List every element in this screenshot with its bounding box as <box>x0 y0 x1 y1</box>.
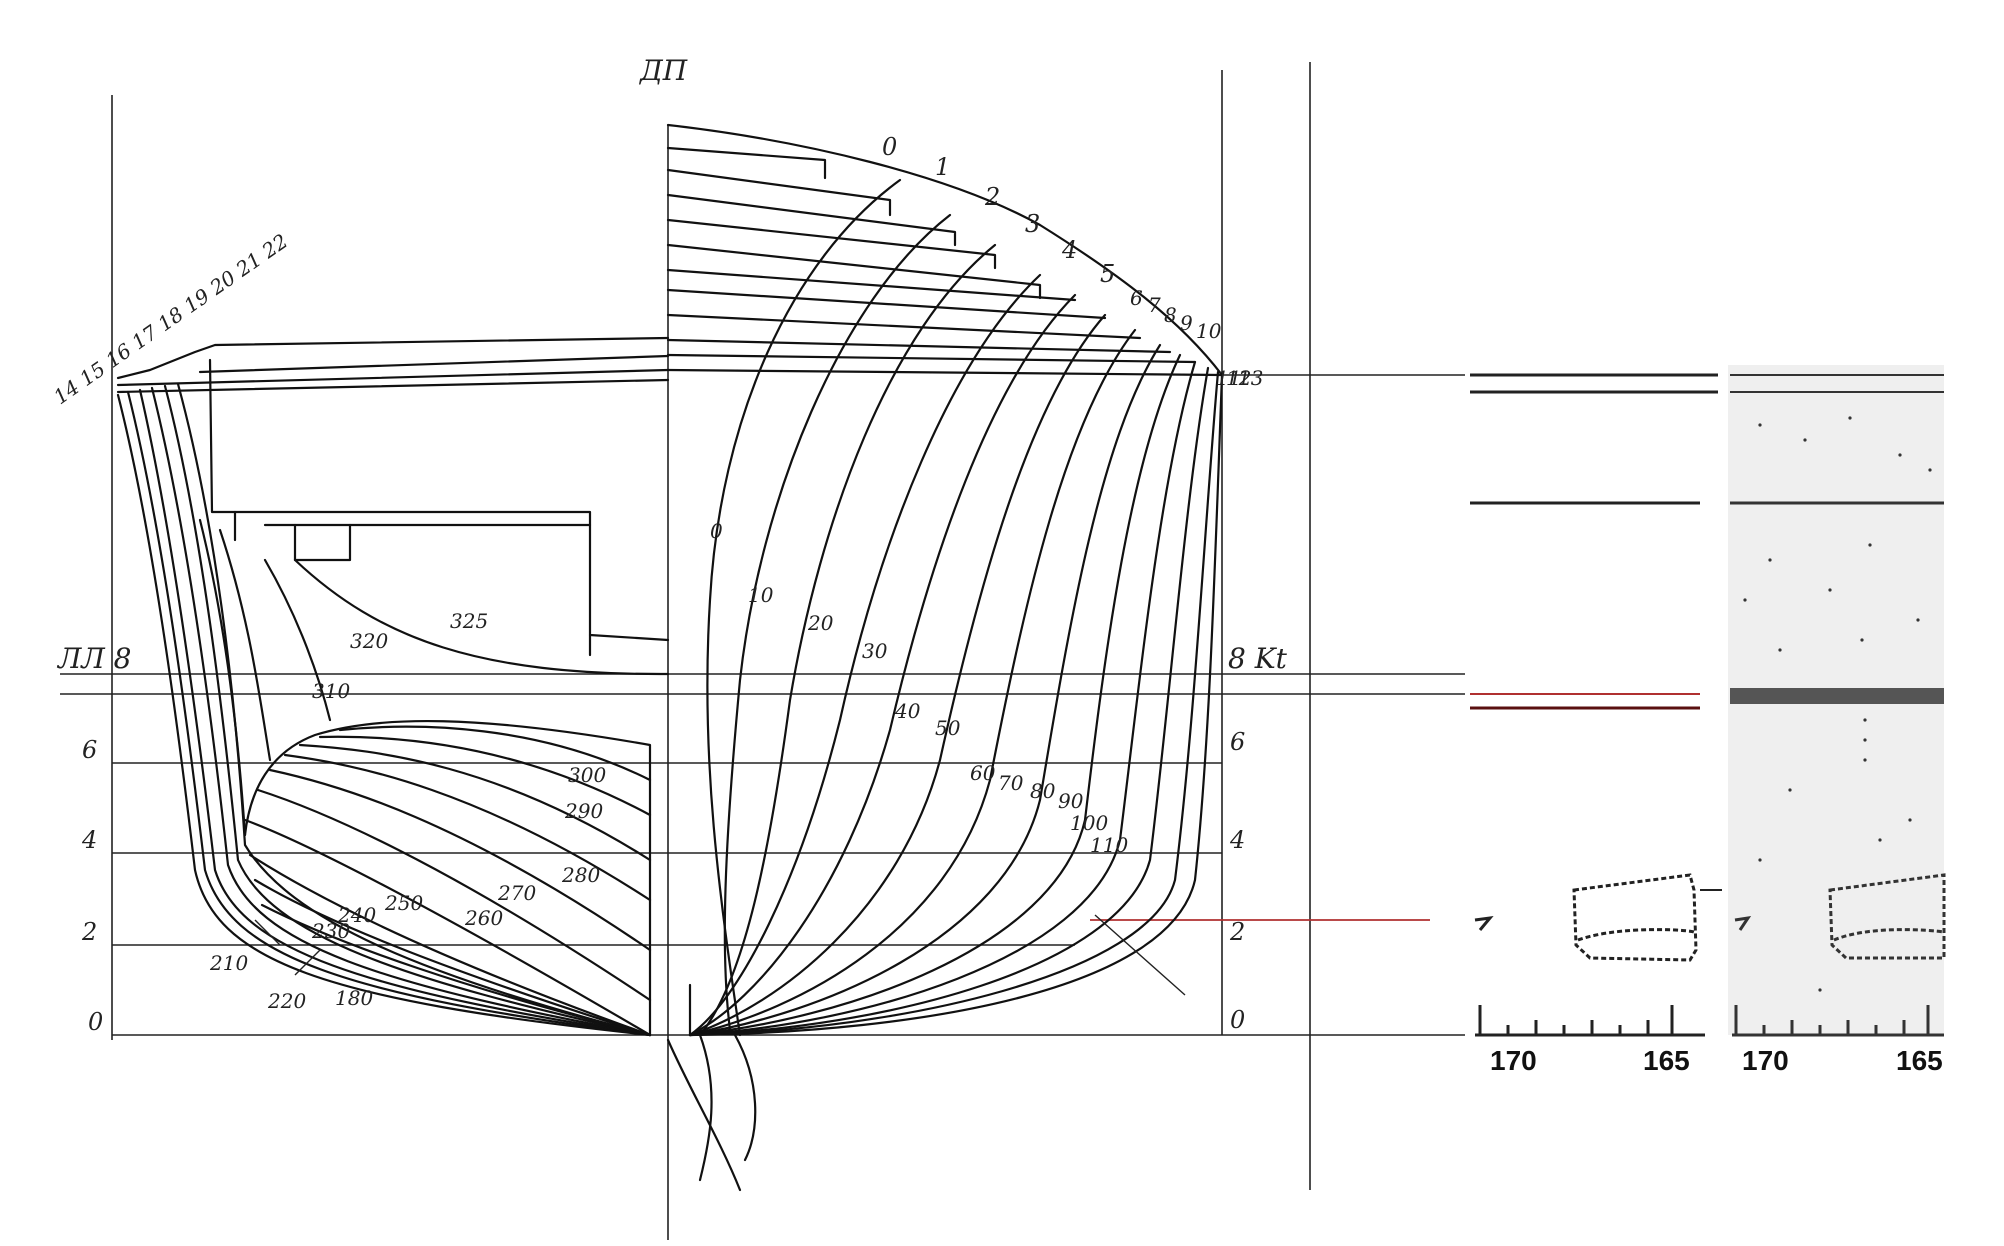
frame-4: 4 <box>1061 236 1077 264</box>
right-scale-0: 0 <box>1230 1006 1245 1034</box>
curve-60: 60 <box>970 761 996 785</box>
curve-260: 260 <box>464 906 503 930</box>
curve-100: 100 <box>1070 811 1108 835</box>
ruler-shape-clean <box>1572 873 1698 962</box>
frame-9: 9 <box>1180 311 1193 335</box>
curve-250: 250 <box>384 891 423 915</box>
left-half-sections <box>116 336 670 1037</box>
curve-40: 40 <box>894 699 921 723</box>
right-scale-6: 6 <box>1230 728 1245 756</box>
ruler-label-165-scan: 165 <box>1896 1045 1943 1076</box>
frame-13: 13 <box>1238 366 1263 390</box>
curve-210: 210 <box>209 951 248 975</box>
curve-280: 280 <box>561 863 600 887</box>
frame-0: 0 <box>882 133 897 161</box>
left-scale-2: 2 <box>81 918 97 946</box>
curve-50: 50 <box>935 716 961 740</box>
curve-220: 220 <box>267 989 306 1013</box>
curve-80: 80 <box>1030 779 1056 803</box>
frame-12: 12 <box>1226 366 1251 390</box>
curve-30: 30 <box>862 639 888 663</box>
ruler-shape-scan <box>1828 873 1946 960</box>
right-scale-4: 4 <box>1229 826 1245 854</box>
curve-300: 300 <box>568 763 606 787</box>
ruler-panel-scan: 170 165 <box>1728 365 1946 1076</box>
frame-2: 2 <box>984 183 1000 211</box>
frame-3: 3 <box>1025 210 1040 238</box>
frame-10: 10 <box>1196 319 1222 343</box>
frame-8: 8 <box>1164 303 1177 327</box>
scan-noise <box>1743 416 1932 992</box>
curve-70: 70 <box>998 771 1024 795</box>
waterlines <box>60 374 1465 1036</box>
curve-325: 325 <box>450 609 488 633</box>
curve-270: 270 <box>497 881 536 905</box>
ruler-label-170-scan: 170 <box>1742 1045 1789 1076</box>
curve-10: 10 <box>748 583 774 607</box>
curve-320: 320 <box>350 629 388 653</box>
drawing-frame <box>111 62 1311 1240</box>
right-scale-2: 2 <box>1229 918 1245 946</box>
curve-0: 0 <box>710 519 723 543</box>
waterline-label-left: ЛЛ 8 <box>56 642 131 675</box>
left-scale-0: 0 <box>88 1008 103 1036</box>
right-half-sections <box>666 123 1224 1192</box>
ruler-label-165-clean: 165 <box>1643 1045 1690 1076</box>
curve-180: 180 <box>335 986 373 1010</box>
curve-110: 110 <box>1090 833 1128 857</box>
ruler-panel-clean: 170 165 <box>1470 373 1722 1076</box>
ruler-label-170-clean: 170 <box>1490 1045 1537 1076</box>
frame-6: 6 <box>1130 286 1143 310</box>
curve-230: 230 <box>311 919 350 943</box>
curve-20: 20 <box>807 611 834 635</box>
curve-240: 240 <box>337 903 376 927</box>
curve-90: 90 <box>1058 789 1084 813</box>
centerline-label: ДП <box>638 54 688 87</box>
waterline-label-right: 8 Kt <box>1228 642 1288 675</box>
curve-310: 310 <box>312 679 350 703</box>
curve-290: 290 <box>564 799 603 823</box>
frame-7: 7 <box>1148 293 1161 317</box>
left-scale-4: 4 <box>81 826 97 854</box>
frame-11: 11 <box>1216 366 1241 390</box>
frame-5: 5 <box>1100 260 1115 288</box>
frame-1: 1 <box>935 153 950 181</box>
left-scale-6: 6 <box>82 736 97 764</box>
